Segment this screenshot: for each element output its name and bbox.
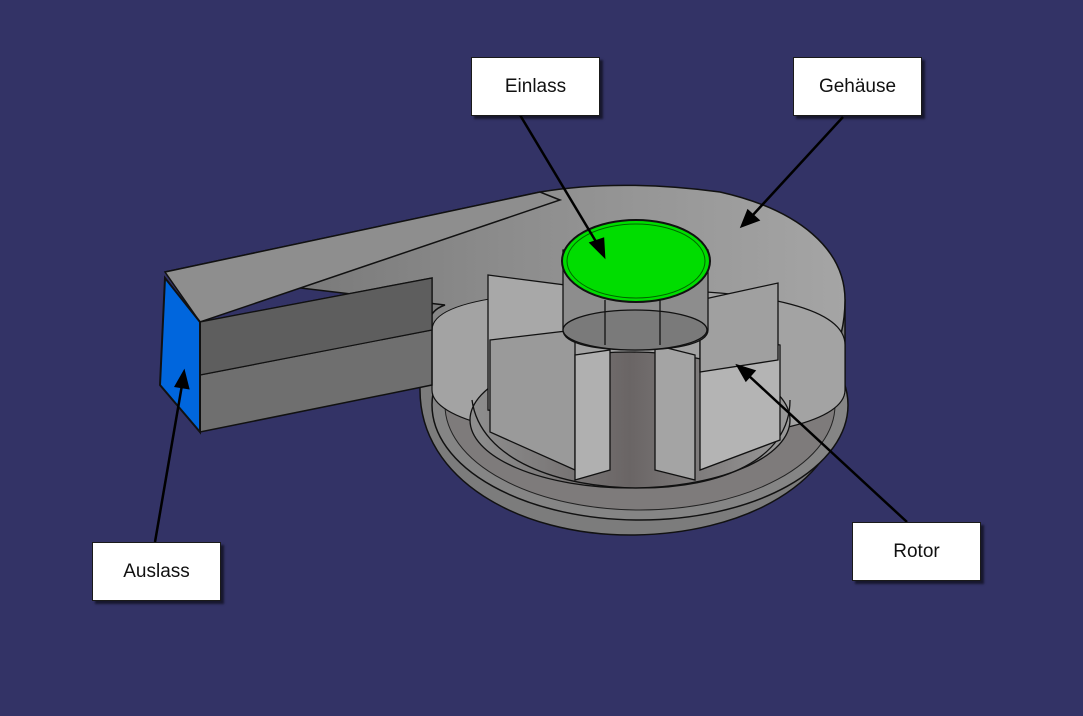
label-einlass: Einlass <box>471 57 600 116</box>
outlet-duct <box>158 191 563 435</box>
outlet-opening <box>158 275 201 435</box>
label-rotor: Rotor <box>852 522 981 581</box>
inlet-opening <box>561 219 711 303</box>
label-auslass: Auslass <box>92 542 221 601</box>
label-gehaeuse: Gehäuse <box>793 57 922 116</box>
leader-lines <box>153 114 908 543</box>
